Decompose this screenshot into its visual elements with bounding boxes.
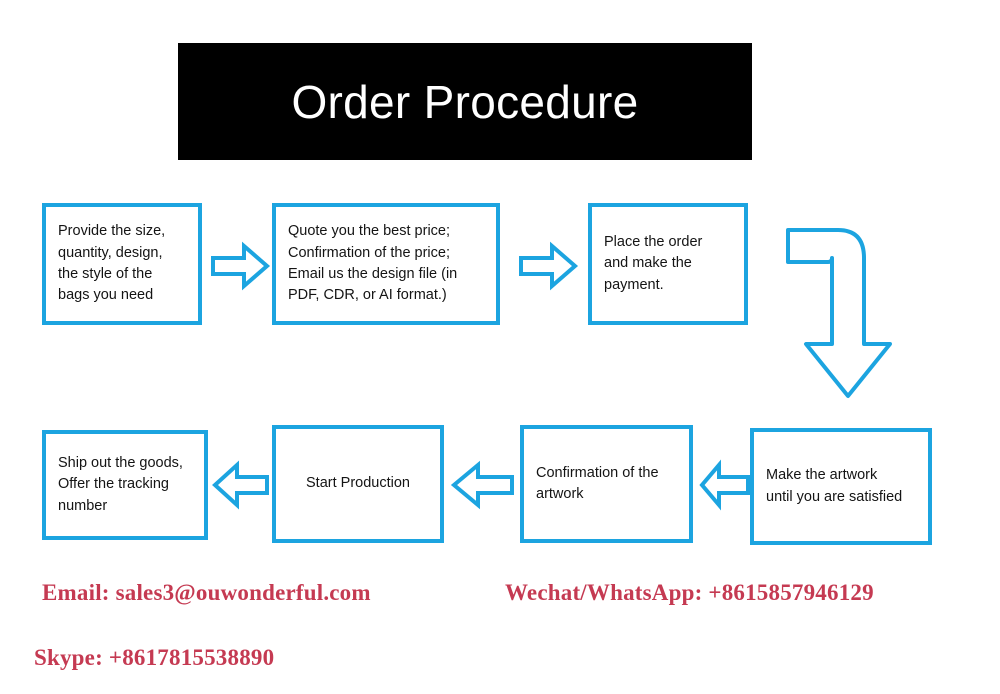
process-box-confirm-artwork-label: Confirmation of the artwork	[536, 464, 659, 502]
process-box-provide: Provide the size, quantity, design, the …	[42, 203, 202, 325]
process-box-make-artwork: Make the artwork until you are satisfied	[750, 428, 932, 545]
contact-wechat-whatsapp: Wechat/WhatsApp: +8615857946129	[505, 580, 874, 605]
process-box-quote: Quote you the best price; Confirmation o…	[272, 203, 500, 325]
process-box-confirm-artwork: Confirmation of the artwork	[520, 425, 693, 543]
process-box-ship-label: Ship out the goods, Offer the tracking n…	[58, 454, 183, 514]
process-box-start-production-label: Start Production	[306, 475, 410, 492]
arrow-right-icon-1	[211, 241, 271, 291]
contact-email: Email: sales3@ouwonderful.com	[42, 580, 371, 605]
title-banner: Order Procedure	[178, 43, 752, 160]
arrow-elbow-right-down-icon	[786, 224, 898, 399]
process-box-ship: Ship out the goods, Offer the tracking n…	[42, 430, 208, 540]
arrow-left-icon-3	[212, 460, 269, 510]
contact-skype: Skype: +8617815538890	[34, 645, 275, 670]
arrow-left-icon-2	[450, 460, 514, 510]
process-box-place-order-label: Place the order and make the payment.	[604, 233, 703, 293]
process-box-make-artwork-label: Make the artwork until you are satisfied	[766, 467, 903, 505]
page-title: Order Procedure	[291, 75, 639, 128]
arrow-right-icon-2	[519, 241, 579, 291]
process-box-provide-label: Provide the size, quantity, design, the …	[58, 223, 166, 304]
process-box-quote-label: Quote you the best price; Confirmation o…	[288, 223, 458, 304]
process-box-place-order: Place the order and make the payment.	[588, 203, 748, 325]
process-box-start-production: Start Production	[272, 425, 444, 543]
arrow-left-icon-1	[699, 459, 750, 511]
